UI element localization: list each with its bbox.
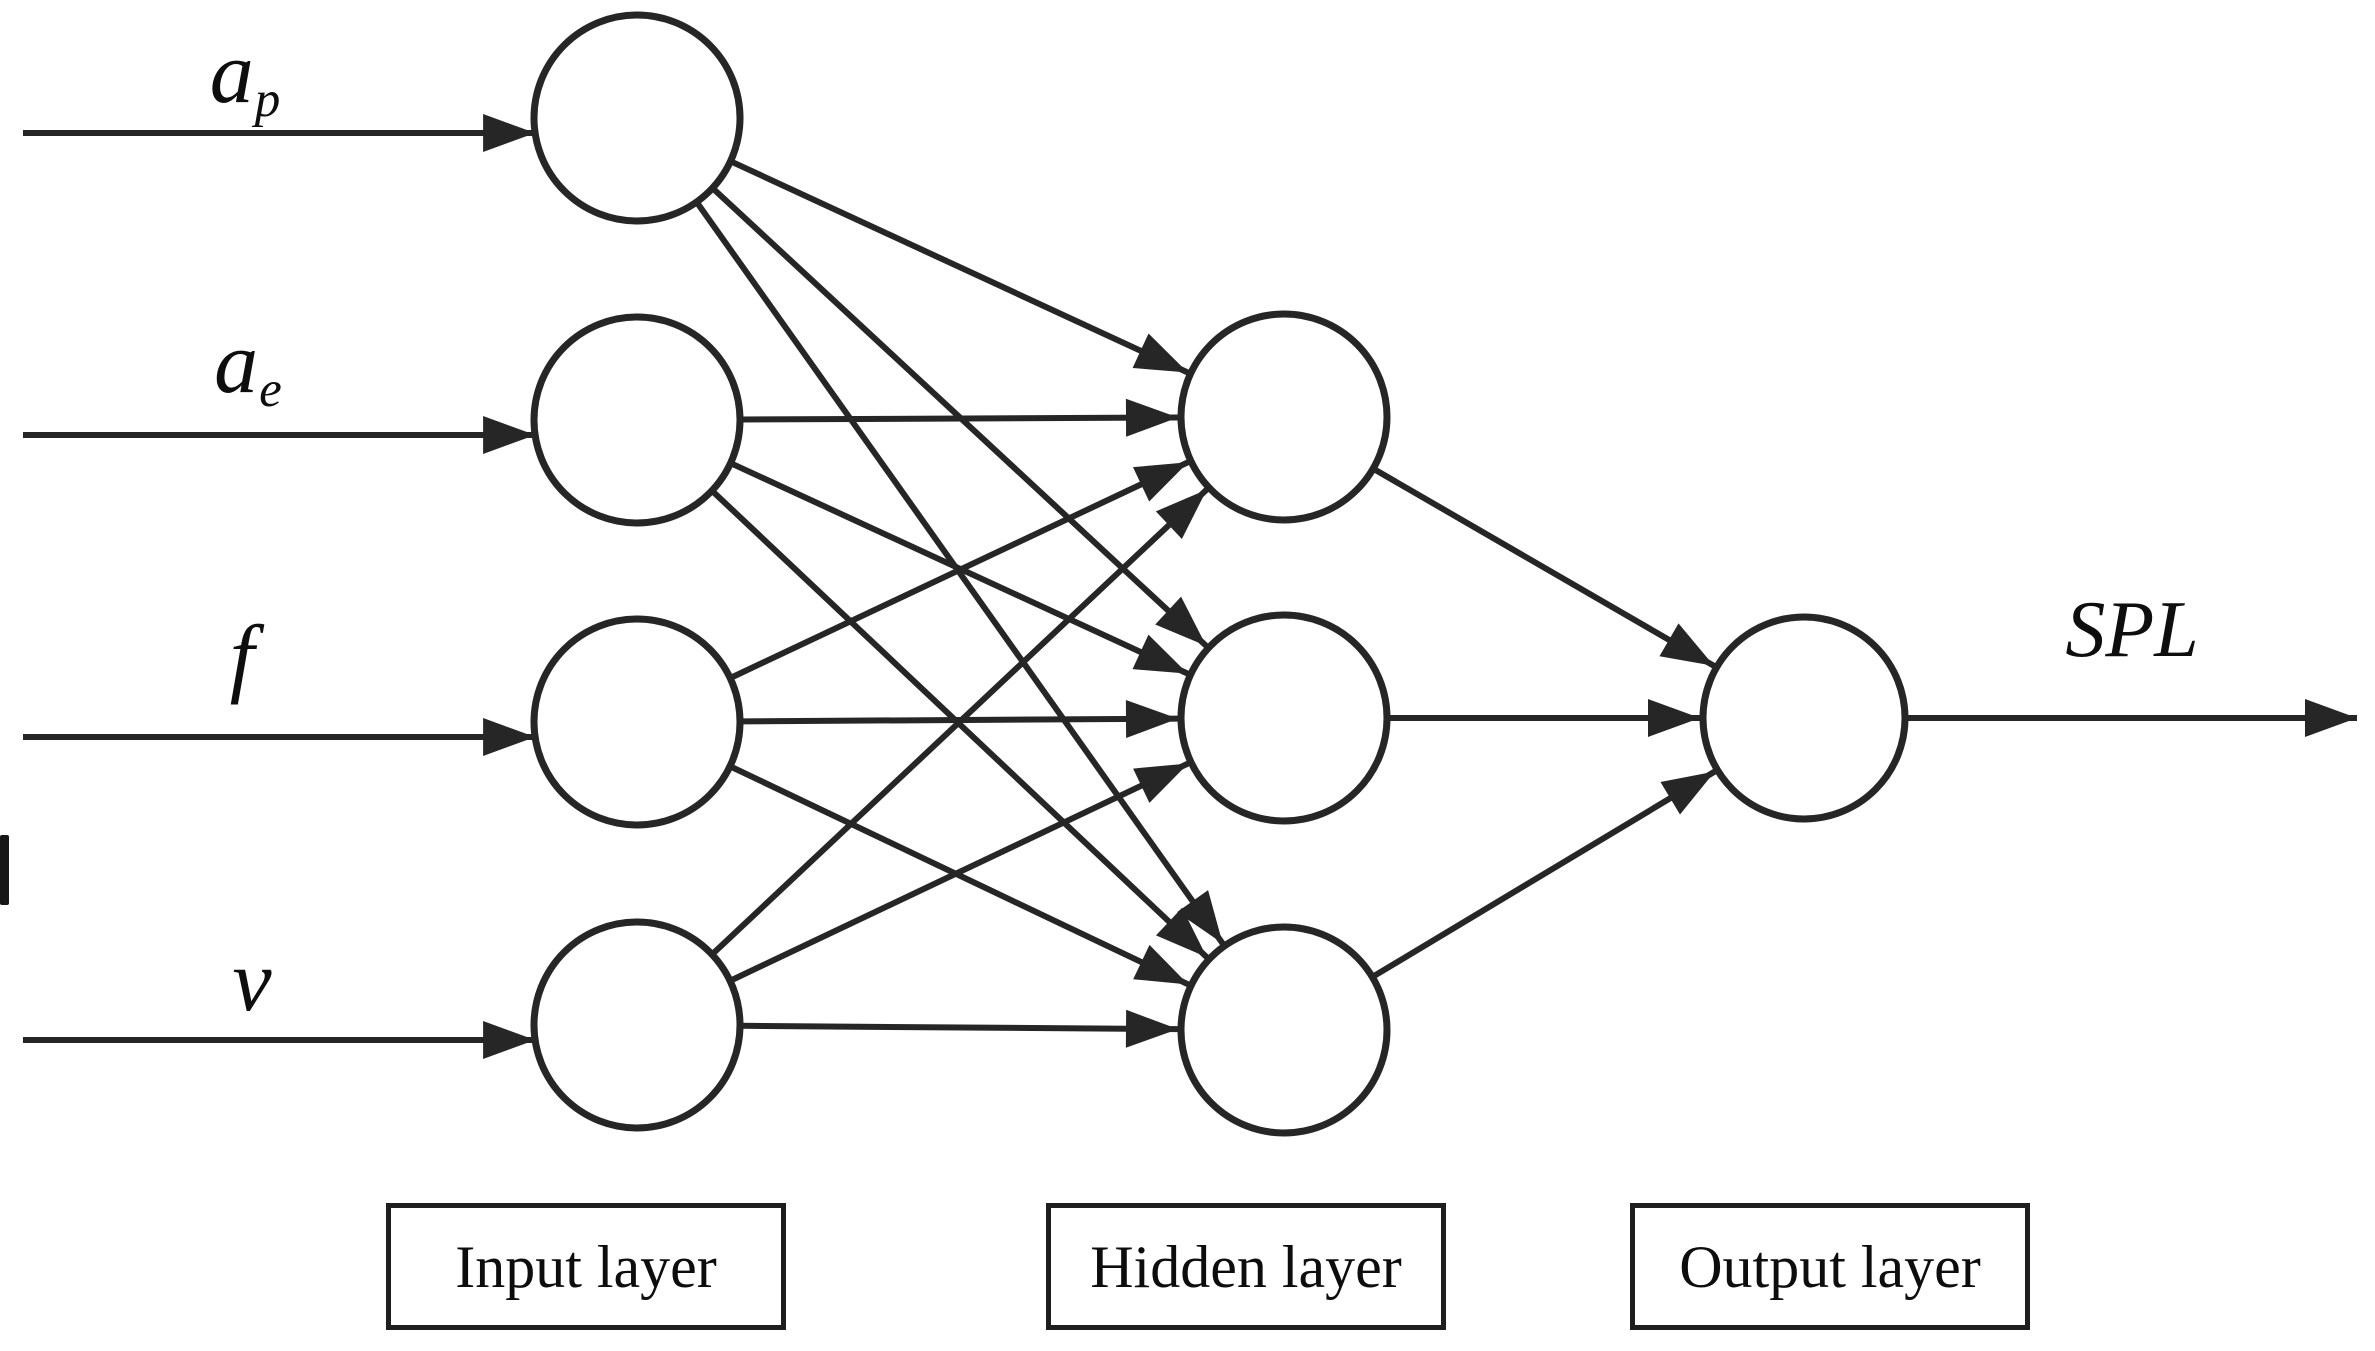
output-node-1 (1699, 613, 1909, 823)
input-node-2 (530, 313, 744, 527)
edge-input3-hidden1 (730, 459, 1190, 680)
input-node-1 (530, 11, 744, 225)
input-label-ae: ae (214, 319, 282, 419)
edge-input4-hidden2 (730, 760, 1190, 983)
input-layer-box: Input layer (386, 1203, 786, 1330)
edge-input1-hidden1 (731, 159, 1190, 376)
edge-input1-hidden3 (695, 201, 1226, 946)
edge-input4-hidden1 (711, 487, 1209, 956)
edge-hidden1-output (1373, 467, 1716, 669)
hidden-layer-box: Hidden layer (1046, 1203, 1446, 1330)
hidden-node-1 (1177, 310, 1391, 524)
edge-input4-hidden3 (741, 1009, 1179, 1048)
input-label-ap-base: a (209, 24, 254, 122)
scan-artifact (0, 835, 9, 905)
hidden-node-2 (1177, 611, 1391, 825)
input-label-f: f (230, 614, 254, 702)
output-layer-box: Output layer (1630, 1203, 2030, 1330)
input-label-ae-base: a (214, 314, 259, 412)
input-label-ap: ap (210, 29, 281, 129)
input-label-ap-subscript: p (254, 72, 281, 129)
input-label-f-base: f (229, 609, 255, 706)
edge-hidden3-output (1372, 768, 1717, 979)
input-layer-box-label: Input layer (455, 1233, 717, 1300)
input-label-ae-subscript: e (259, 362, 282, 419)
input-node-4 (530, 918, 744, 1132)
hidden-layer-box-label: Hidden layer (1090, 1233, 1402, 1300)
input-label-v: v (232, 938, 271, 1026)
edge-input3-hidden3 (730, 764, 1190, 988)
input-node-3 (530, 615, 744, 829)
edge-input2-hidden1 (741, 398, 1179, 437)
hidden-node-3 (1177, 923, 1391, 1137)
output-layer-box-label: Output layer (1679, 1233, 1981, 1300)
output-label-spl: SPL (2065, 586, 2199, 674)
input-label-v-base: v (232, 933, 272, 1030)
